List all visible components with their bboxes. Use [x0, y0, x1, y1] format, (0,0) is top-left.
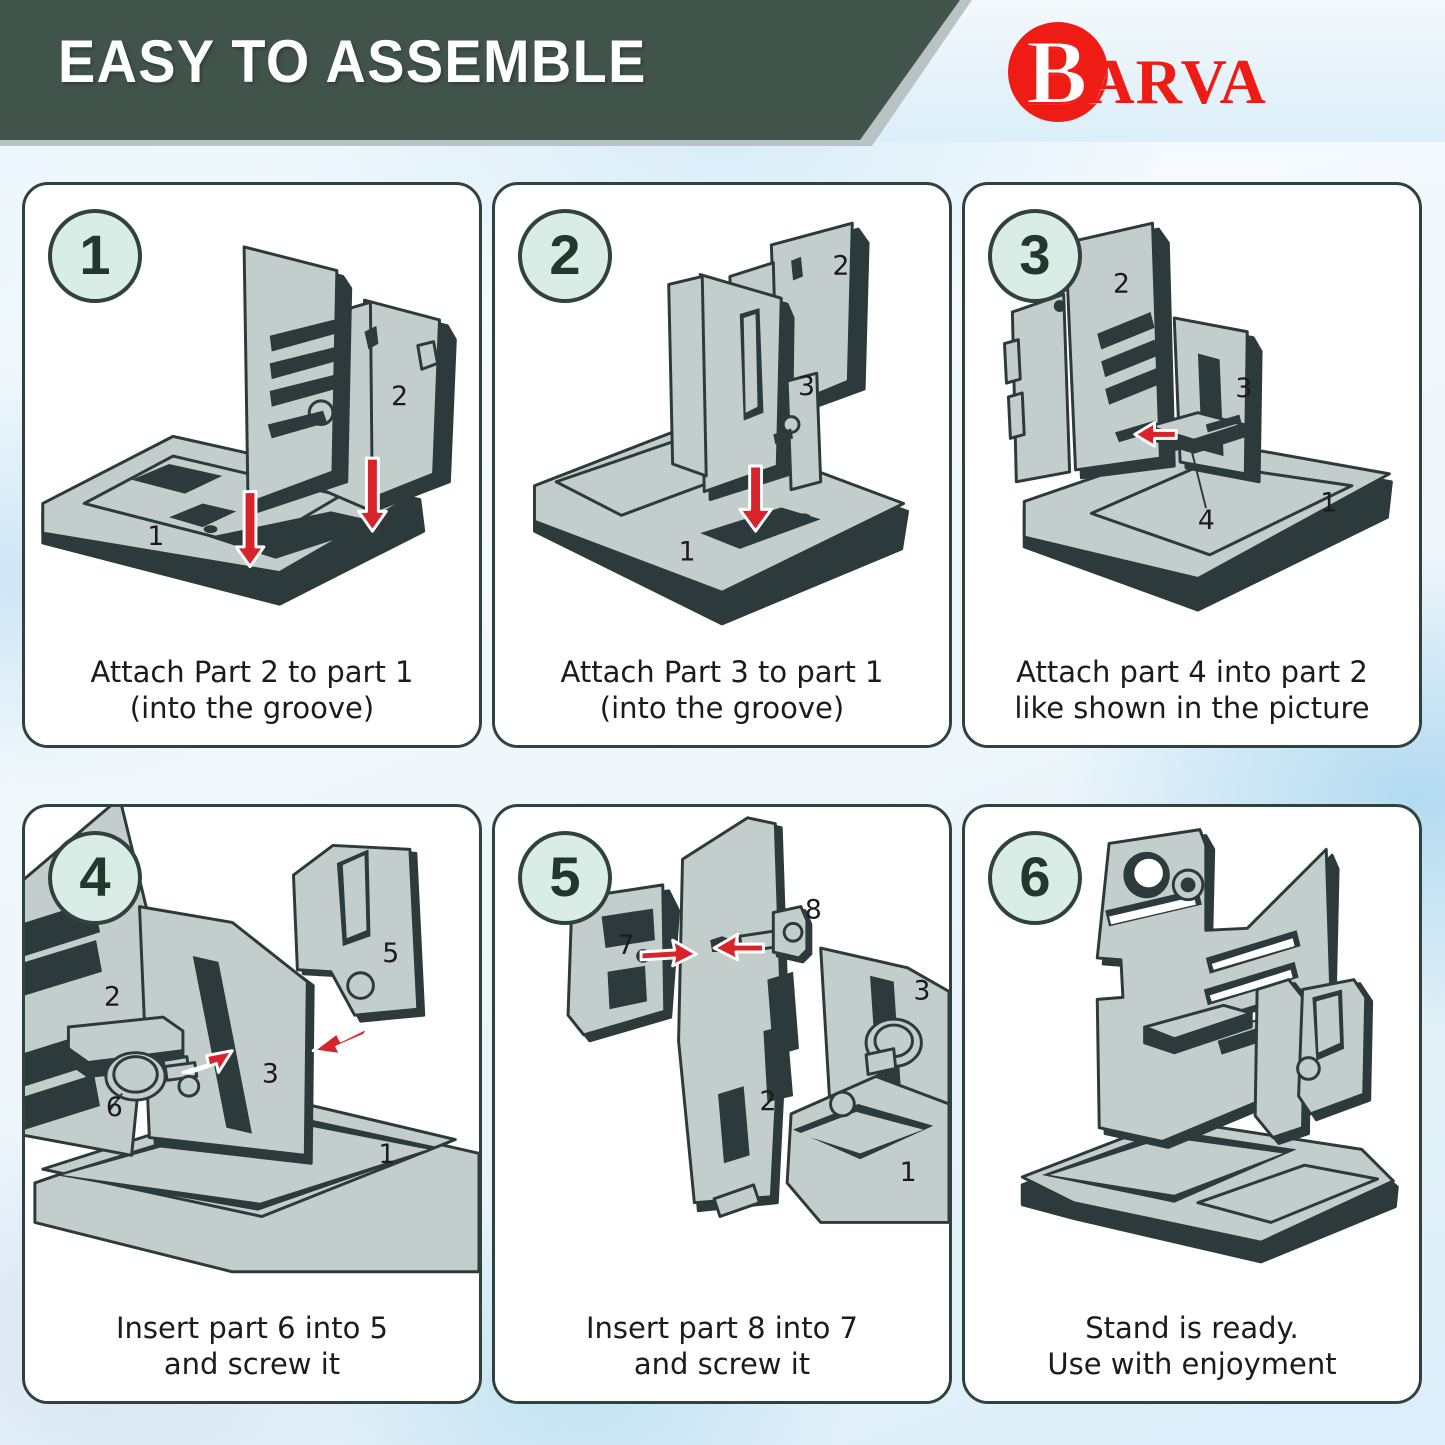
arrow-left-a: [1133, 421, 1178, 448]
part-label-3: 3: [1235, 373, 1252, 404]
step-caption-3: Attach part 4 into part 2 like shown in …: [965, 653, 1419, 745]
part-label-5: 5: [382, 938, 399, 969]
step-badge-3: 3: [988, 209, 1082, 303]
caption-line-1: Attach Part 3 to part 1: [560, 654, 884, 689]
part-label-2: 2: [1113, 268, 1130, 299]
part-label-7: 7: [617, 930, 634, 961]
part-label-1: 1: [1320, 487, 1337, 518]
arrow-right-a: [181, 1049, 234, 1074]
step-number-3: 3: [1019, 223, 1051, 286]
step-caption-1: Attach Part 2 to part 1 (into the groove…: [25, 653, 479, 745]
caption-line-2: (into the groove): [129, 691, 375, 726]
step-number-4: 4: [79, 845, 111, 908]
step-number-6: 6: [1019, 845, 1051, 908]
steps-grid: 1: [22, 182, 1422, 1404]
arrow-down-a: [738, 464, 773, 533]
brand-name: Barva: [1025, 21, 1267, 123]
step-caption-4: Insert part 6 into 5 and screw it: [25, 1309, 479, 1401]
step-panel-1: 1: [22, 182, 482, 748]
caption-line-2: and screw it: [633, 1347, 811, 1382]
arrow-left-b: [311, 1025, 370, 1057]
caption-line-1: Insert part 6 into 5: [116, 1310, 388, 1345]
caption-line-1: Attach Part 2 to part 1: [90, 654, 414, 689]
arrow-down-a: [234, 490, 266, 569]
step-panel-5: 5: [492, 804, 952, 1404]
step-number-2: 2: [549, 223, 581, 286]
step-badge-4: 4: [48, 831, 142, 925]
part-label-3: 3: [798, 371, 815, 402]
page-title: EASY TO ASSEMBLE: [58, 28, 647, 95]
step-illustration-4: 2 3 5 6 1: [25, 807, 479, 1274]
step-number-5: 5: [549, 845, 581, 908]
step-badge-5: 5: [518, 831, 612, 925]
caption-line-2: (into the groove): [599, 691, 845, 726]
knob-top: [1171, 868, 1205, 902]
part-label-3: 3: [913, 975, 930, 1006]
brand-initial: B: [1025, 21, 1089, 123]
knob-6: [104, 1051, 199, 1102]
brand-circle-icon: [1008, 22, 1108, 122]
header-banner: [0, 0, 960, 140]
part-label-2: 2: [760, 1086, 777, 1117]
part-label-4: 4: [1198, 505, 1215, 536]
part-label-3: 3: [262, 1058, 279, 1089]
step-illustration-1: 1 2: [41, 245, 457, 606]
caption-line-2: like shown in the picture: [1014, 691, 1370, 726]
step-caption-2: Attach Part 3 to part 1 (into the groove…: [495, 653, 949, 745]
step-caption-6: Stand is ready. Use with enjoyment: [965, 1309, 1419, 1401]
part-label-1: 1: [147, 521, 164, 552]
step-illustration-5: 7 8 2 3 1: [566, 816, 949, 1224]
step-caption-5: Insert part 8 into 7 and screw it: [495, 1309, 949, 1401]
brand-logo: Barva: [1000, 16, 1400, 128]
header-bar: EASY TO ASSEMBLE Barva: [0, 0, 1445, 146]
part-label-1: 1: [900, 1157, 917, 1188]
caption-line-1: Stand is ready.: [1085, 1310, 1299, 1345]
step-badge-1: 1: [48, 209, 142, 303]
part-label-6: 6: [106, 1092, 123, 1123]
step-illustration-6: [1020, 828, 1399, 1264]
step-badge-6: 6: [988, 831, 1082, 925]
part-label-2: 2: [833, 251, 850, 282]
step-panel-2: 2: [492, 182, 952, 748]
part-label-2: 2: [104, 981, 121, 1012]
part-label-1: 1: [378, 1139, 395, 1170]
arrow-left-8: [712, 932, 765, 962]
part-label-2: 2: [391, 381, 408, 412]
caption-line-1: Attach part 4 into part 2: [1016, 654, 1368, 689]
arrow-down-b: [357, 456, 388, 533]
caption-line-1: Insert part 8 into 7: [586, 1310, 858, 1345]
step-illustration-3: 2 3 1 4: [1002, 221, 1393, 612]
step-illustration-2: 1 2 3: [532, 221, 910, 626]
caption-line-2: Use with enjoyment: [1047, 1347, 1337, 1382]
part-label-8: 8: [805, 894, 822, 925]
step-panel-3: 3: [962, 182, 1422, 748]
arrow-right-7: [639, 938, 698, 968]
brand-rest: arva: [1088, 21, 1267, 123]
step-badge-2: 2: [518, 209, 612, 303]
step-panel-6: 6: [962, 804, 1422, 1404]
part-label-1: 1: [679, 537, 696, 568]
step-number-1: 1: [79, 223, 111, 286]
step-panel-4: 4: [22, 804, 482, 1404]
caption-line-2: and screw it: [163, 1347, 341, 1382]
